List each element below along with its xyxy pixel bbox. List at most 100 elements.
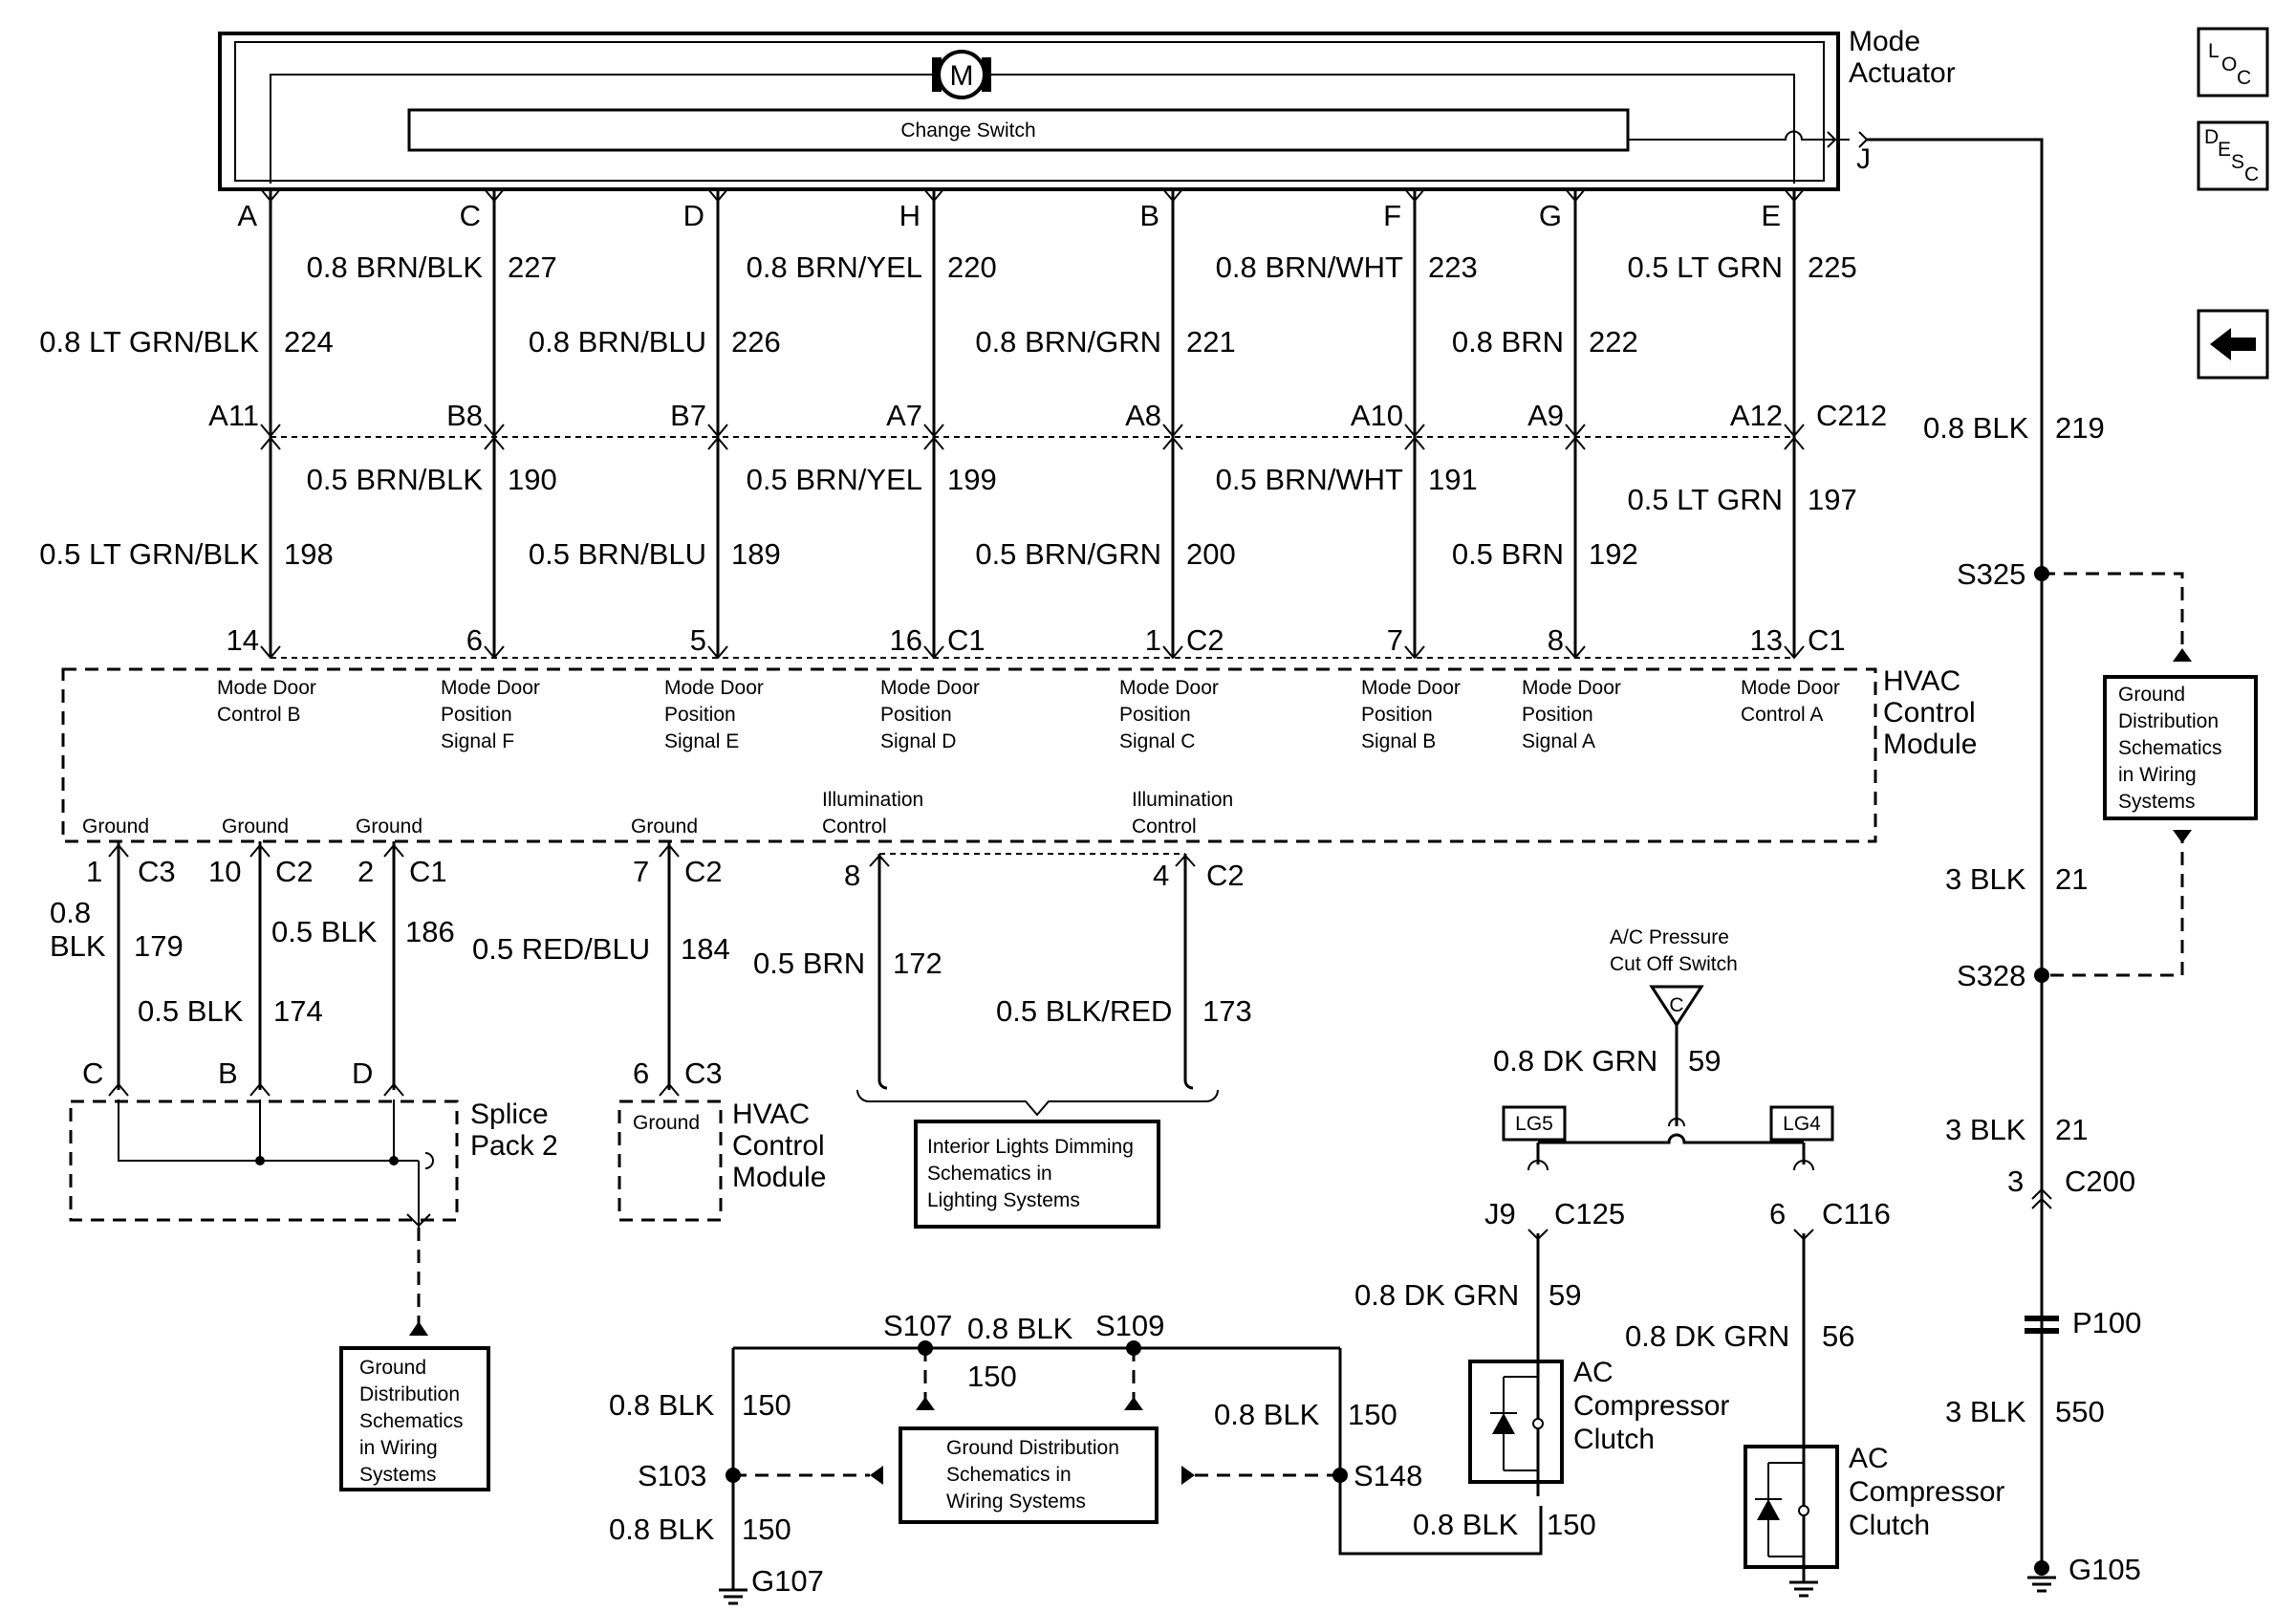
svg-text:Ground: Ground	[359, 1357, 426, 1379]
svg-text:0.8 DK GRN: 0.8 DK GRN	[1625, 1319, 1789, 1353]
func-label-G-3: Signal A	[1522, 730, 1595, 752]
ground-label-1: Ground	[82, 816, 149, 838]
top-color-H: 0.8 BRN/YEL	[747, 250, 922, 284]
ground-distribution-right[interactable]: Ground Distribution Schematics in Wiring…	[2103, 675, 2258, 820]
hvac-title-1: HVAC	[1883, 665, 1960, 697]
module-pin-D: 5	[690, 623, 706, 657]
back-arrow-icon[interactable]	[2197, 309, 2269, 380]
svg-text:P100: P100	[2072, 1306, 2141, 1339]
c212-label: C212	[1816, 399, 1887, 432]
top-circuit-B: 221	[1186, 325, 1236, 359]
pin-label-H: H	[899, 199, 921, 232]
ground-wires: 1 C3 0.8 BLK 179 C 10 C2 0.5 BLK 174 B 2…	[50, 841, 730, 1097]
pin-label-E: E	[1761, 199, 1781, 232]
svg-text:Schematics in: Schematics in	[927, 1163, 1052, 1185]
svg-text:0.5 BLK/RED: 0.5 BLK/RED	[996, 994, 1172, 1028]
svg-text:1: 1	[86, 855, 102, 888]
svg-text:Systems: Systems	[359, 1464, 437, 1486]
svg-text:150: 150	[742, 1513, 791, 1546]
loc-icon[interactable]: LOC	[2197, 27, 2269, 98]
bot-circuit-C: 190	[508, 463, 557, 496]
func-label-G-2: Position	[1522, 704, 1593, 726]
module-pin-G: 8	[1548, 623, 1564, 657]
svg-text:Systems: Systems	[2118, 791, 2196, 813]
pin-arrow-D	[707, 188, 728, 203]
svg-text:56: 56	[1822, 1319, 1854, 1353]
svg-text:Interior Lights Dimming: Interior Lights Dimming	[927, 1136, 1134, 1158]
c212-mark-B	[1162, 424, 1183, 450]
bot-color-E: 0.5 LT GRN	[1627, 483, 1783, 516]
svg-text:174: 174	[273, 994, 323, 1028]
c212-mark-F	[1404, 424, 1425, 450]
svg-text:Distribution: Distribution	[359, 1383, 460, 1405]
pin-label-B: B	[1139, 199, 1159, 232]
svg-text:59: 59	[1688, 1044, 1721, 1078]
svg-text:550: 550	[2055, 1395, 2105, 1428]
bot-circuit-D: 189	[731, 537, 781, 571]
svg-text:4: 4	[1153, 859, 1169, 892]
illumination-wires: 8 0.5 BRN 172 4 C2 0.5 BLK/RED 173	[753, 853, 1252, 1117]
func-label-B-1: Mode Door	[1119, 677, 1219, 699]
module-mark-B	[1162, 645, 1183, 660]
svg-text:Wiring Systems: Wiring Systems	[946, 1491, 1086, 1513]
svg-text:Module: Module	[732, 1162, 826, 1193]
change-switch-label: Change Switch	[900, 120, 1035, 142]
svg-text:HVAC: HVAC	[732, 1099, 810, 1130]
illum-label-2b: Control	[1132, 816, 1197, 838]
svg-text:7: 7	[633, 855, 649, 888]
hvac-title-3: Module	[1883, 729, 1977, 760]
ground-distribution-center[interactable]: Ground Distribution Schematics in Wiring…	[899, 1426, 1159, 1524]
svg-text:179: 179	[134, 929, 184, 963]
svg-text:0.8 BLK: 0.8 BLK	[1413, 1508, 1519, 1541]
bot-color-F: 0.5 BRN/WHT	[1216, 463, 1403, 496]
pin-label-D: D	[683, 199, 704, 232]
pin-label-C: C	[460, 199, 481, 232]
bot-color-D: 0.5 BRN/BLU	[529, 537, 706, 571]
svg-text:in Wiring: in Wiring	[2118, 764, 2197, 786]
ac-compressor-clutch-left: J9 C125 0.8 DK GRN 59 AC Compressor Clut…	[1354, 1160, 1729, 1496]
svg-text:S103: S103	[638, 1459, 706, 1492]
ground-bus: S107 S109 0.8 BLK 150 0.8 BLK 150 S103 0…	[609, 1309, 1596, 1605]
func-label-H-1: Mode Door	[880, 677, 980, 699]
top-color-E: 0.5 LT GRN	[1627, 250, 1783, 284]
interior-lights-dimming-box[interactable]: Interior Lights Dimming Schematics in Li…	[914, 1120, 1160, 1229]
svg-text:150: 150	[1348, 1398, 1397, 1431]
svg-text:Ground: Ground	[633, 1112, 700, 1134]
func-label-C-1: Mode Door	[441, 677, 540, 699]
right-ground-column: 0.8 BLK 219 S325 3 BLK 21 S328 3 BLK 21 …	[1923, 411, 2192, 1593]
svg-text:C125: C125	[1554, 1197, 1625, 1230]
func-label-D-1: Mode Door	[664, 677, 764, 699]
svg-text:21: 21	[2055, 862, 2088, 896]
top-color-D: 0.8 BRN/BLU	[529, 325, 706, 359]
svg-text:S109: S109	[1095, 1309, 1164, 1342]
svg-text:0.8 BLK: 0.8 BLK	[609, 1513, 715, 1546]
svg-text:150: 150	[742, 1388, 791, 1422]
conn-pin-H: A7	[886, 399, 922, 432]
func-label-F-3: Signal B	[1361, 730, 1436, 752]
ground-distribution-left[interactable]: Ground Distribution Schematics in Wiring…	[339, 1346, 490, 1491]
svg-text:C1: C1	[409, 855, 447, 888]
svg-text:Clutch: Clutch	[1573, 1424, 1655, 1455]
ground-label-3: Ground	[356, 816, 422, 838]
bot-color-C: 0.5 BRN/BLK	[307, 463, 484, 496]
module-conn-H: C1	[947, 623, 986, 657]
svg-text:150: 150	[1547, 1508, 1596, 1541]
svg-text:AC: AC	[1573, 1357, 1614, 1388]
ac-pressure-switch: A/C Pressure Cut Off Switch C 0.8 DK GRN…	[1493, 926, 1834, 1165]
module-pin-A: 14	[227, 623, 259, 657]
svg-text:C2: C2	[684, 855, 723, 888]
pin-label-A: A	[237, 199, 257, 232]
svg-text:6: 6	[1769, 1197, 1786, 1230]
svg-text:172: 172	[893, 947, 942, 980]
svg-text:10: 10	[208, 855, 241, 888]
svg-text:BLK: BLK	[50, 929, 106, 963]
svg-text:C3: C3	[138, 855, 176, 888]
conn-pin-A: A11	[208, 399, 259, 432]
top-color-A: 0.8 LT GRN/BLK	[39, 325, 259, 359]
svg-text:Ground: Ground	[2118, 684, 2185, 706]
module-pin-C: 6	[466, 623, 483, 657]
bot-circuit-A: 198	[284, 537, 334, 571]
svg-text:0.8: 0.8	[50, 896, 91, 929]
ground-label-4: Ground	[631, 816, 698, 838]
